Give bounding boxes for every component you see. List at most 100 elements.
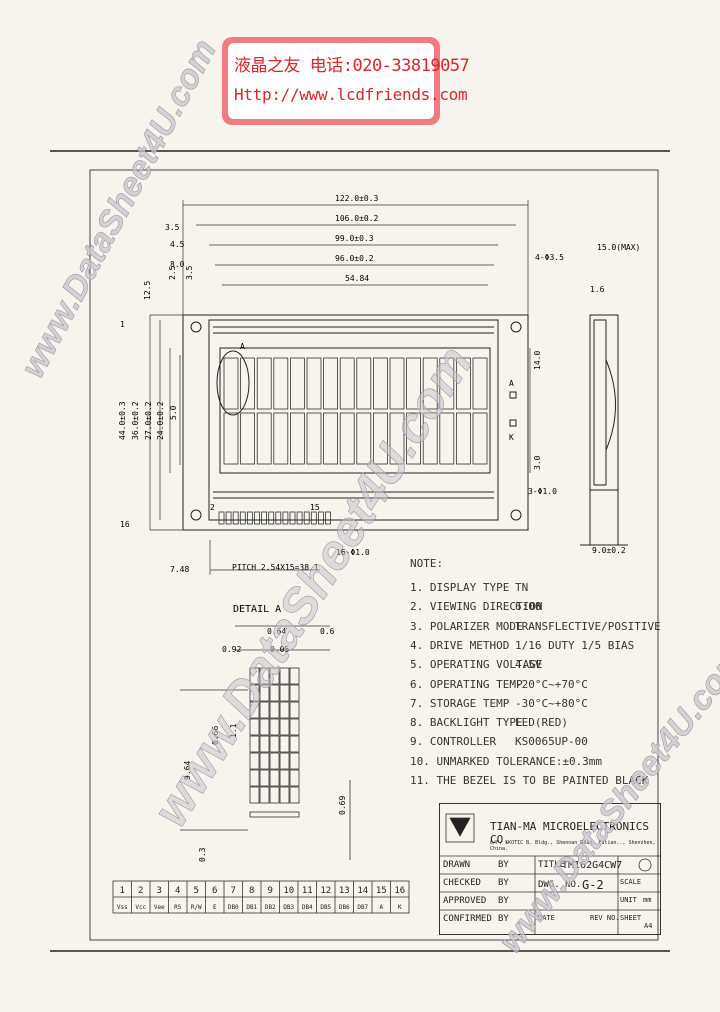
detail-title: DETAIL A (233, 604, 281, 615)
dot-cell (269, 735, 280, 753)
dot-cell (269, 684, 280, 702)
note-value: -30°C~+80°C (515, 696, 588, 710)
pin-number: 8 (249, 886, 254, 896)
pin-number: 5 (194, 886, 199, 896)
char-cell (289, 357, 305, 410)
dot-cell (249, 752, 260, 770)
pin-name: DB2 (265, 904, 276, 911)
pin-number: 7 (231, 886, 236, 896)
pin-number: 9 (268, 886, 273, 896)
pin-number: 13 (339, 886, 350, 896)
note-value: 1/16 DUTY 1/5 BIAS (515, 638, 635, 652)
tb-checked: CHECKED (443, 878, 481, 888)
char-cell (356, 412, 372, 465)
note-key: 8. BACKLIGHT TYPE (410, 716, 523, 730)
dot-cell (269, 718, 280, 736)
note-key: 3. POLARIZER MODE (410, 619, 523, 633)
dot-cell (289, 769, 300, 787)
note-item: 6. OPERATING TEMP-20°C~+70°C (410, 678, 588, 691)
dim-right-bottom: 3-Φ1.0 (528, 487, 557, 496)
dot-cell (289, 718, 300, 736)
dim-left-80: 8.0 (170, 260, 185, 269)
note-key: 2. VIEWING DIRECTION (410, 600, 543, 614)
dot-cell (289, 667, 300, 685)
dim-thickness: 15.0(MAX) (597, 243, 640, 252)
detail-d9: 1.1 (229, 723, 238, 738)
tb-title-value: TM162G4CW7 (562, 860, 623, 871)
char-cell (472, 357, 488, 410)
note-value: KS0065UP-00 (515, 735, 588, 749)
pin-pad (225, 511, 232, 525)
tb-dwg-value: G-2 (582, 878, 604, 892)
dot-cell (269, 701, 280, 719)
drawing-border (89, 169, 659, 941)
char-cell (273, 412, 289, 465)
dot-cell (279, 718, 290, 736)
pin-pad (254, 511, 260, 525)
pin-pad (317, 511, 324, 525)
pin-number: 6 (212, 886, 217, 896)
cursor-line (249, 811, 300, 818)
dot-cell (289, 752, 300, 770)
pin-name: DB3 (283, 904, 294, 911)
note-item: 7. STORAGE TEMP-30°C~+80°C (410, 697, 588, 710)
pin-number: 1 (120, 886, 125, 896)
dot-cell (259, 735, 270, 753)
char-cell (455, 357, 471, 410)
pin-name: DB0 (228, 904, 239, 911)
stamp-phone-line: 液晶之友 电话:020-33819057 (234, 56, 470, 76)
tb-confirmed-by: BY (498, 914, 509, 924)
pin-pad (310, 511, 317, 525)
tb-checked-by: BY (498, 878, 509, 888)
dot-cell (259, 667, 270, 685)
dim-left-35: 3.5 (165, 223, 180, 232)
pin-number: 2 (138, 886, 143, 896)
note-item: 10. UNMARKED TOLERANCE:±0.3mm (410, 755, 602, 768)
dim-right-30: 3.0 (533, 455, 542, 470)
note-key: 10. UNMARKED TOLERANCE:±0.3mm (410, 754, 603, 768)
pin-pad (289, 511, 296, 525)
stamp-url-line: Http://www.lcdfriends.com (234, 85, 468, 104)
tb-drawn-by: BY (498, 860, 509, 870)
char-cell (339, 357, 355, 410)
pin-name: DB6 (339, 904, 350, 911)
pin-name: Vee (154, 904, 165, 911)
dot-cell (249, 684, 260, 702)
pin-name: DB4 (302, 904, 313, 911)
dot-cell (249, 769, 260, 787)
pin-pad (232, 511, 239, 525)
pin-number: 15 (376, 886, 387, 896)
pin-pad (275, 511, 282, 525)
detail-a-grid (249, 667, 300, 818)
note-item: 3. POLARIZER MODETRANSFLECTIVE/POSITIVE (410, 620, 661, 633)
title-block: TIAN-MA MICROELECTRONICS CO. 6/F, SKOTIC… (439, 803, 661, 935)
detail-d6: 0.66 (211, 726, 220, 745)
dot-cell (259, 684, 270, 702)
dim-pin-dia: 16-Φ1.0 (336, 548, 370, 557)
pin-pad (282, 511, 289, 525)
dot-cell (249, 701, 260, 719)
pin-name: DB7 (357, 904, 368, 911)
dot-cell (259, 701, 270, 719)
module-side-view (580, 314, 628, 546)
char-cell (472, 412, 488, 465)
tb-dwg-label: DWG. NO. (538, 880, 582, 890)
note-key: 1. DISPLAY TYPE (410, 581, 510, 594)
contact-stamp: 液晶之友 电话:020-33819057 Http://www.lcdfrien… (222, 37, 470, 125)
pin-number: 4 (175, 886, 180, 896)
pin-name: RS (174, 904, 182, 911)
tb-unit-label: UNIT (620, 896, 637, 904)
tb-approved: APPROVED (443, 896, 487, 906)
dot-cell (289, 701, 300, 719)
pin-number: 16 (394, 886, 405, 896)
dim-side-bottom: 9.0±0.2 (592, 546, 626, 555)
contact-stamp-inner: 液晶之友 电话:020-33819057 Http://www.lcdfrien… (228, 43, 470, 119)
mount-hole-br (510, 509, 522, 521)
pin-label-2: 2 (210, 503, 215, 512)
dot-cell (279, 701, 290, 719)
dim-va-width: 99.0±0.3 (335, 234, 374, 243)
tb-approved-by: BY (498, 896, 509, 906)
viewing-area (219, 347, 491, 474)
dim-height-overall: 44.0±0.3 (118, 401, 127, 440)
character-grid (223, 357, 488, 465)
